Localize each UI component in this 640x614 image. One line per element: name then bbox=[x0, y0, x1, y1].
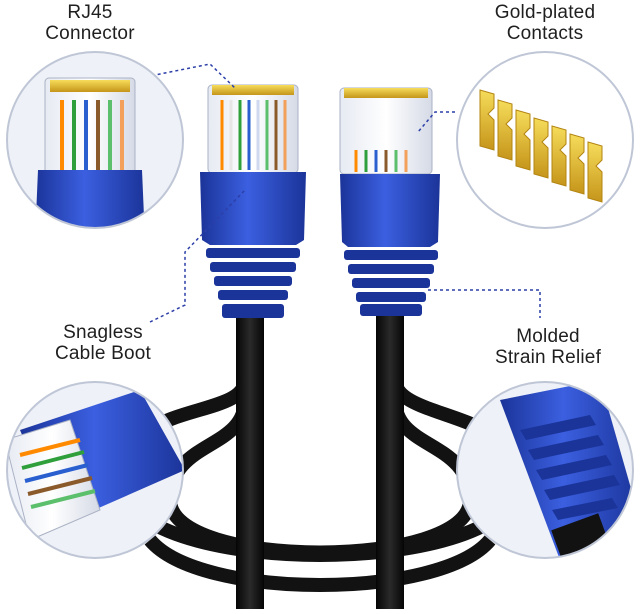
left-cable bbox=[236, 318, 264, 609]
callout-snagless-boot: Snagless Cable Boot bbox=[38, 322, 168, 364]
callout-strain-line2: Strain Relief bbox=[494, 347, 602, 368]
callout-strain-line1: Molded bbox=[516, 326, 580, 347]
callout-boot-line1: Snagless bbox=[63, 322, 143, 343]
right-rj45-connector bbox=[339, 87, 440, 316]
callout-strain-relief: Molded Strain Relief bbox=[478, 326, 618, 368]
callout-rj45-line1: RJ45 bbox=[67, 2, 113, 23]
callout-leaders bbox=[139, 63, 541, 323]
zoom-snagless-boot bbox=[6, 381, 184, 559]
callout-rj45-line2: Connector bbox=[45, 23, 135, 44]
callout-gold-contacts: Gold-plated Contacts bbox=[470, 2, 620, 44]
callout-rj45-connector: RJ45 Connector bbox=[20, 2, 160, 44]
callout-gold-line1: Gold-plated bbox=[494, 2, 596, 23]
callout-gold-line2: Contacts bbox=[506, 23, 584, 44]
left-rj45-connector bbox=[200, 84, 306, 318]
zoom-strain-relief bbox=[456, 381, 634, 559]
zoom-gold-contacts bbox=[456, 51, 634, 229]
zoom-rj45-connector bbox=[6, 51, 184, 229]
callout-boot-line2: Cable Boot bbox=[54, 343, 151, 364]
right-cable bbox=[376, 312, 404, 609]
